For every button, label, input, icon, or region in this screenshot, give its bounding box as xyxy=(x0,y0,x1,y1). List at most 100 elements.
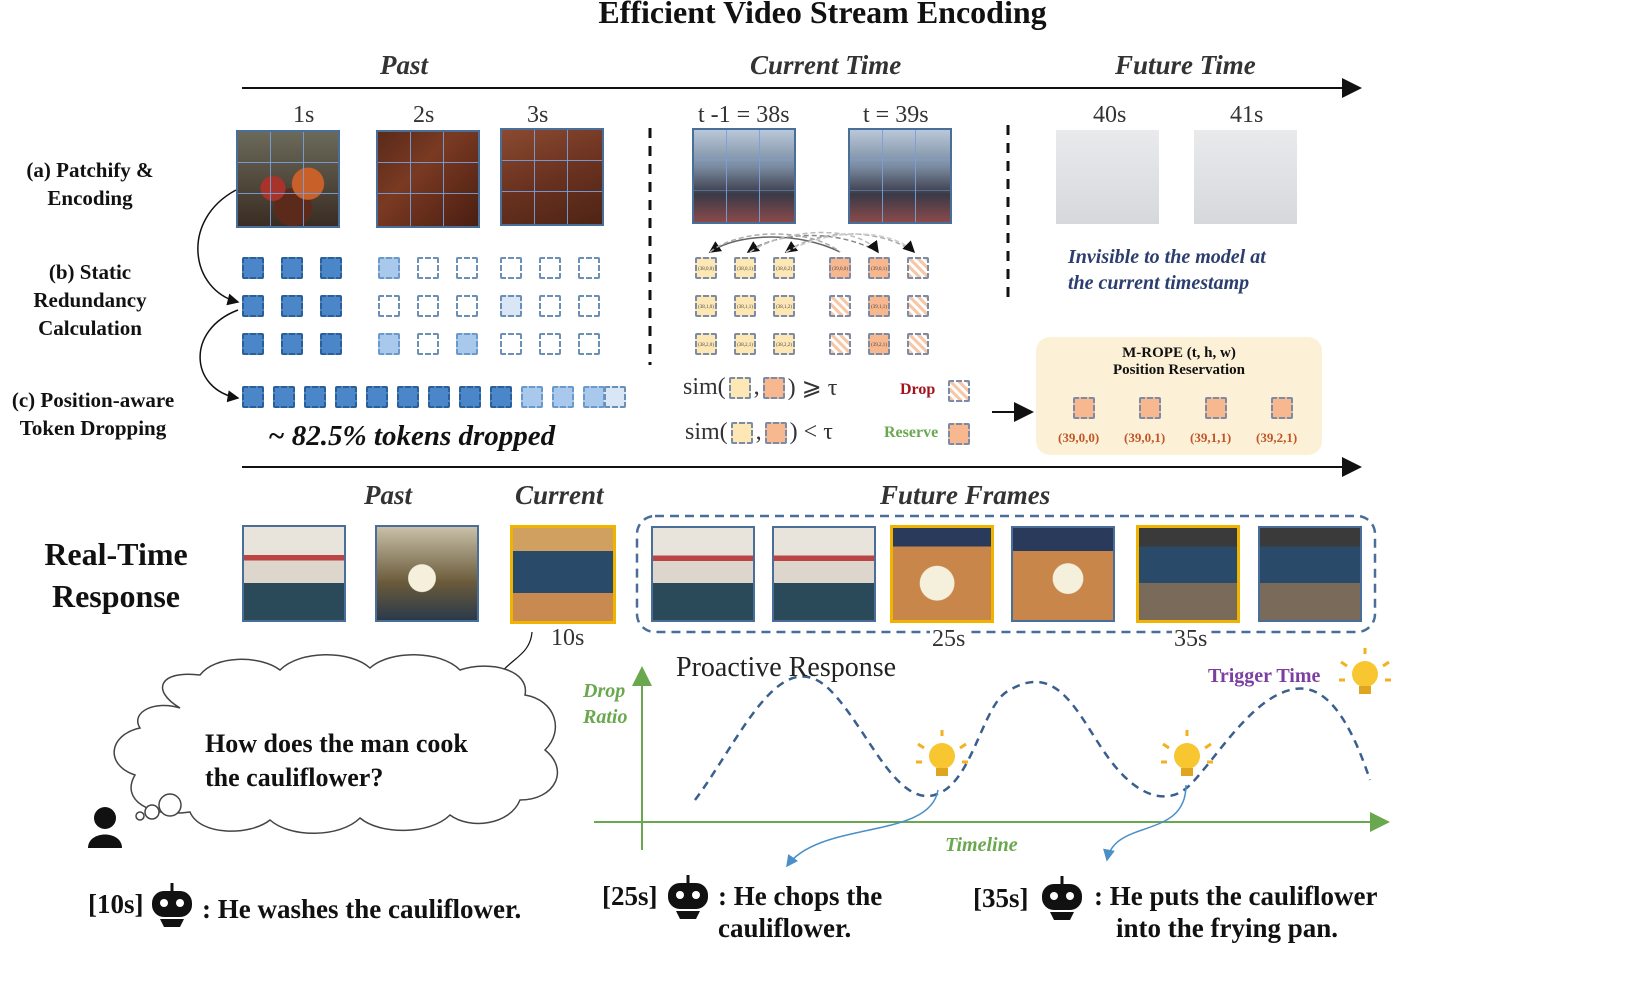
question-line: How does the man cook xyxy=(205,729,468,758)
response-text-10s: : He washes the cauliflower. xyxy=(202,894,522,924)
video-frame-future xyxy=(1258,526,1362,622)
frame-thumbnail-3s xyxy=(500,128,604,226)
token xyxy=(1205,397,1227,419)
token xyxy=(456,333,478,355)
token xyxy=(490,386,512,408)
token xyxy=(829,333,851,355)
rt-label-line: Response xyxy=(51,578,180,614)
current-time-header: Current Time xyxy=(750,50,902,80)
token: (38,0,2) xyxy=(773,257,795,279)
token: (38,1,0) xyxy=(695,295,717,317)
frame-time-label: t -1 = 38s xyxy=(698,102,790,128)
response-text-35s: : He puts the cauliflower into the fryin… xyxy=(1094,880,1377,944)
token xyxy=(500,257,522,279)
token xyxy=(242,257,264,279)
sim-prefix: sim( xyxy=(685,419,728,445)
time-label-10s: 10s xyxy=(551,625,585,651)
frame-thumbnail-2s xyxy=(376,130,480,228)
token xyxy=(604,386,626,408)
token: (38,1,1) xyxy=(734,295,756,317)
token xyxy=(456,257,478,279)
token xyxy=(335,386,357,408)
sim-comma: , xyxy=(753,374,760,400)
time-label-25s: 25s xyxy=(930,626,968,653)
token: (38,1,2) xyxy=(773,295,795,317)
token xyxy=(242,295,264,317)
step-label-line: (b) Static xyxy=(48,260,132,284)
token: (39,0,1) xyxy=(868,257,890,279)
token xyxy=(539,295,561,317)
timeline-axis-label: Timeline xyxy=(945,834,1018,856)
token xyxy=(500,295,522,317)
token xyxy=(578,295,600,317)
bulb-icon xyxy=(1161,730,1213,776)
token xyxy=(273,386,295,408)
video-frame-future xyxy=(1011,526,1115,622)
token xyxy=(320,257,342,279)
robot-icon xyxy=(1042,876,1082,920)
token xyxy=(456,295,478,317)
step-label-line: (c) Position-aware xyxy=(11,388,175,412)
video-frame-past xyxy=(375,525,479,622)
token: (39,2,1) xyxy=(868,333,890,355)
past-frames-header: Past xyxy=(364,480,413,510)
token xyxy=(417,257,439,279)
token xyxy=(304,386,326,408)
future-frames-header: Future Frames xyxy=(880,480,1051,510)
token xyxy=(1073,397,1095,419)
video-frame-future-trigger xyxy=(890,525,994,623)
mrope-subtitle: Position Reservation xyxy=(1112,362,1246,378)
video-frame-future-trigger xyxy=(1136,525,1240,623)
real-time-response-label: Real-Time Response xyxy=(22,533,210,617)
token xyxy=(281,295,303,317)
axis-label-line: Ratio xyxy=(583,706,628,728)
step-a-label: (a) Patchify & Encoding xyxy=(10,156,170,212)
token: (38,0,1) xyxy=(734,257,756,279)
user-icon xyxy=(88,807,122,848)
invisible-note-line: the current timestamp xyxy=(1068,272,1250,294)
response-text-25s: : He chops the cauliflower. xyxy=(718,880,882,944)
token: (38,0,0) xyxy=(695,257,717,279)
sim-reserve-rule: sim( , ) < τ xyxy=(685,419,833,446)
past-header: Past xyxy=(380,50,429,80)
step-b-label: (b) Static Redundancy Calculation xyxy=(10,258,170,342)
video-frame-future xyxy=(651,526,755,622)
proactive-response-title: Proactive Response xyxy=(676,652,897,683)
token xyxy=(1271,397,1293,419)
dropped-percentage: ~ 82.5% tokens dropped xyxy=(268,420,556,452)
robot-icon xyxy=(152,883,192,927)
robot-icon xyxy=(668,875,708,919)
bulb-icon xyxy=(1339,648,1391,694)
sim-prefix: sim( xyxy=(683,374,726,400)
step-c-label: (c) Position-aware Token Dropping xyxy=(0,386,186,442)
token xyxy=(320,295,342,317)
token: (39,0,0) xyxy=(829,257,851,279)
token xyxy=(521,386,543,408)
mrope-coord: (39,0,1) xyxy=(1124,430,1166,445)
frame-thumbnail-38s xyxy=(692,128,796,224)
diagram-title: Efficient Video Stream Encoding xyxy=(598,0,1047,30)
frame-time-label: 2s xyxy=(413,102,435,128)
token xyxy=(578,333,600,355)
response-time-35s: [35s] xyxy=(973,883,1029,913)
step-label-line: Redundancy xyxy=(33,288,147,312)
frame-thumbnail-1s xyxy=(236,130,340,228)
sim-operator: ) ⩾ τ xyxy=(787,375,838,401)
mrope-coord: (39,2,1) xyxy=(1256,430,1298,445)
token xyxy=(829,295,851,317)
step-label-line: Calculation xyxy=(38,316,142,340)
token xyxy=(1139,397,1161,419)
response-line: : He chops the xyxy=(718,881,883,911)
token xyxy=(578,257,600,279)
step-label-line: Encoding xyxy=(47,186,133,210)
sim-operator: ) < τ xyxy=(789,419,833,445)
token xyxy=(764,421,787,444)
token xyxy=(366,386,388,408)
video-frame-past xyxy=(242,525,346,622)
axis-label-line: Drop xyxy=(583,680,626,702)
time-label-35s: 35s xyxy=(1172,626,1210,653)
rt-label-line: Real-Time xyxy=(44,536,188,572)
token xyxy=(907,295,929,317)
token: (38,2,1) xyxy=(734,333,756,355)
mrope-title: M-ROPE (t, h, w) xyxy=(1122,345,1236,361)
